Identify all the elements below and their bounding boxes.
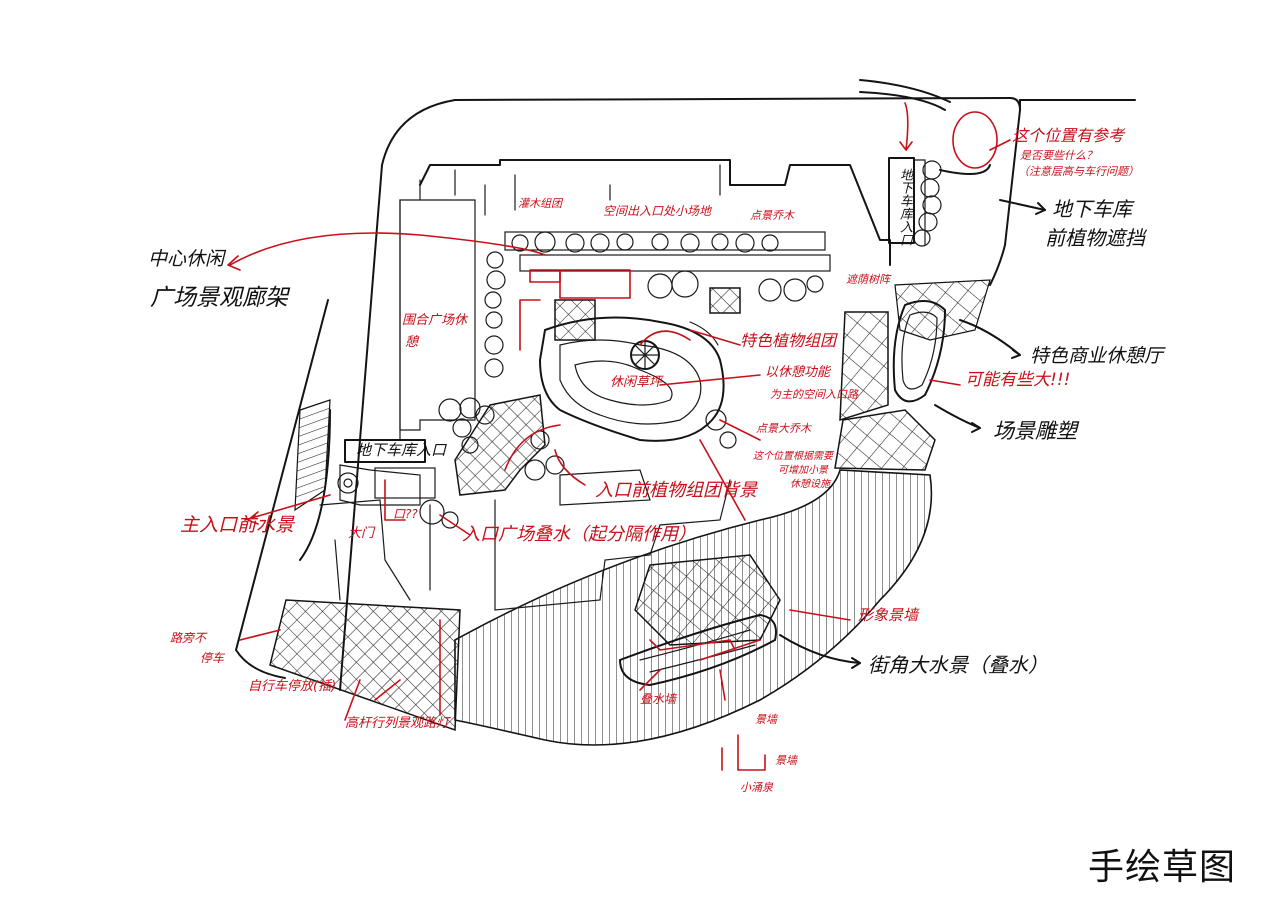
label-scene-ref: 景墙 <box>775 754 797 767</box>
label-fountain: 小涌泉 <box>740 781 773 794</box>
label-feature-commercial: 特色商业休憩厅 <box>1030 345 1164 367</box>
garage-block <box>888 157 915 244</box>
tree-row-top <box>504 231 831 302</box>
site-boundary <box>339 97 1021 691</box>
label-plaza-pergola: 广场景观廊架 <box>150 285 288 311</box>
label-plaza-leisure-2: 憩 <box>405 335 419 350</box>
label-corner-water: 街角大水景（叠水） <box>868 653 1048 677</box>
label-leisure-lawn: 休闲草坪 <box>610 375 663 390</box>
label-main-water: 主入口前水景 <box>180 514 295 536</box>
label-leisure-function: 以休憩功能 <box>765 365 831 380</box>
label-position-note-2: 是否要些什么？ <box>1020 149 1097 162</box>
caption: 手绘草图 <box>1088 847 1237 888</box>
label-focal-tree-top: 点景乔木 <box>750 209 794 222</box>
label-space-path: 为主的空间入口路 <box>770 388 858 401</box>
label-garage-vertical: 地下车库入口 <box>897 168 912 246</box>
commercial-oval <box>892 300 946 403</box>
central-lawn <box>539 316 725 442</box>
label-garage-entrance: 地下车库入口 <box>356 441 447 459</box>
label-underground-garage-right: 地下车库 <box>1052 197 1132 221</box>
label-gate-note: 口?? <box>393 507 418 521</box>
label-entrance-planting: 入口前植物组团背景 <box>595 480 757 501</box>
label-waterfall: 叠水墙 <box>640 692 677 706</box>
label-entrance-plaza: 入口广场叠水（起分隔作用） <box>462 524 696 545</box>
label-small-note-c: 休憩设施 <box>790 479 830 490</box>
label-plaza-leisure-1: 围合广场休 <box>402 313 468 328</box>
label-possible-enlarge: 可能有些大!!! <box>965 370 1071 390</box>
street-band <box>454 469 933 746</box>
black-pointers <box>779 164 1046 669</box>
label-parking-1: 路旁不 <box>170 631 207 645</box>
label-central-leisure: 中心休闲 <box>148 248 225 270</box>
label-shade-trees: 遮荫树阵 <box>846 273 890 286</box>
label-focal-tree-mid: 点景大乔木 <box>756 422 811 435</box>
label-position-note-1: 这个位置有参考 <box>1012 126 1125 145</box>
label-shrub-group: 灌木组团 <box>518 197 562 210</box>
label-bike-path: 自行车停放(插) <box>248 679 337 694</box>
label-scene-wall: 形象景墙 <box>858 606 919 624</box>
label-small-note-a: 这个位置根据需要 <box>753 451 833 462</box>
label-space-small-plaza: 空间出入口处小场地 <box>603 204 712 218</box>
label-plant-screening: 前植物遮挡 <box>1045 226 1145 250</box>
tree-row-right <box>913 160 942 247</box>
garage-entrance-box <box>344 439 426 463</box>
label-position-note-3: （注意层高与车行问题） <box>1018 165 1139 178</box>
entrance-plaza-lines <box>319 464 731 611</box>
label-main-gate: 大门 <box>348 526 375 541</box>
label-landscape-lamp: 高杆行列景观路灯 <box>345 716 450 731</box>
label-scene-sculpture: 场景雕塑 <box>993 419 1077 443</box>
label-parking-2: 停车 <box>200 651 225 665</box>
corner-water <box>619 614 777 686</box>
label-small-note-b: 可增加小景 <box>778 465 828 476</box>
building-outline <box>419 159 891 266</box>
label-scene-wall-small: 景墙 <box>755 713 777 726</box>
label-feature-planting: 特色植物组团 <box>740 331 837 350</box>
annotation-leaders <box>227 102 1011 771</box>
